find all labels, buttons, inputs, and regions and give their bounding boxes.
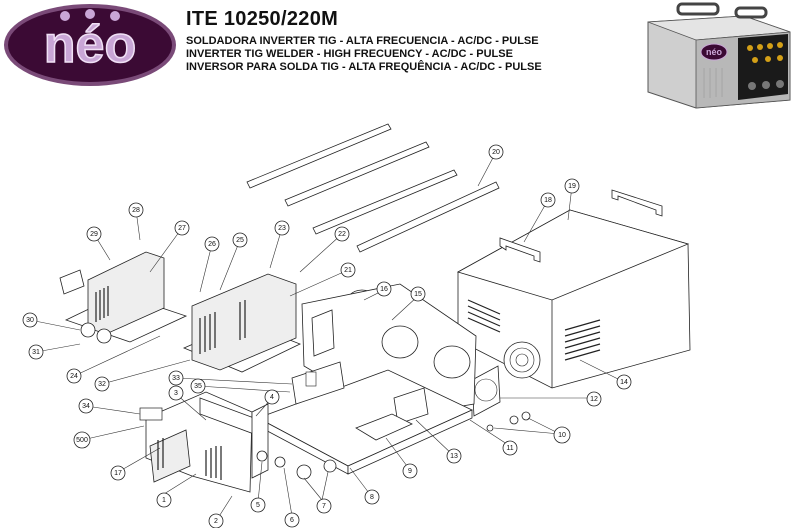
callout-27: 27: [174, 220, 190, 236]
callout-30: 30: [22, 312, 38, 328]
product-badge: néo: [706, 47, 723, 57]
svg-text:500: 500: [76, 437, 88, 444]
callout-20: 20: [488, 144, 504, 160]
callout-19: 19: [564, 178, 580, 194]
header: ITE 10250/220M SOLDADORA INVERTER TIG - …: [186, 8, 542, 74]
svg-text:15: 15: [414, 291, 422, 298]
callout-23: 23: [274, 220, 290, 236]
svg-text:12: 12: [590, 396, 598, 403]
product-photo: néo: [647, 2, 791, 109]
svg-text:21: 21: [344, 267, 352, 274]
svg-text:4: 4: [270, 394, 274, 401]
svg-text:13: 13: [450, 453, 458, 460]
callout-3: 3: [168, 385, 184, 401]
model-title: ITE 10250/220M: [186, 8, 339, 30]
callout-26: 26: [204, 236, 220, 252]
callout-500: 500: [73, 431, 91, 449]
callout-10: 10: [553, 426, 571, 444]
callout-6: 6: [284, 512, 300, 528]
svg-text:22: 22: [338, 231, 346, 238]
svg-text:3: 3: [174, 390, 178, 397]
callout-2: 2: [208, 513, 224, 528]
svg-text:18: 18: [544, 197, 552, 204]
callout-7: 7: [316, 498, 332, 514]
neo-logo: néo: [4, 4, 176, 86]
svg-text:20: 20: [492, 149, 500, 156]
svg-text:2: 2: [214, 518, 218, 525]
svg-text:27: 27: [178, 225, 186, 232]
svg-text:30: 30: [26, 317, 34, 324]
transformer-33: [291, 361, 345, 405]
callout-14: 14: [616, 374, 632, 390]
svg-text:35: 35: [194, 383, 202, 390]
callout-31: 31: [28, 344, 44, 360]
svg-text:32: 32: [98, 381, 106, 388]
callout-4: 4: [264, 389, 280, 405]
svg-text:34: 34: [82, 403, 90, 410]
fan-12: [471, 365, 501, 417]
pcb-middle: [182, 273, 301, 373]
svg-text:29: 29: [90, 231, 98, 238]
logo-text: néo: [44, 16, 136, 74]
svg-text:1: 1: [162, 497, 166, 504]
svg-text:17: 17: [114, 470, 122, 477]
callout-8: 8: [364, 489, 380, 505]
partition-panel: [301, 283, 477, 419]
svg-text:9: 9: [408, 468, 412, 475]
callout-35: 35: [190, 378, 206, 394]
svg-text:28: 28: [132, 207, 140, 214]
fan-14: [503, 341, 541, 379]
callout-28: 28: [128, 202, 144, 218]
callout-17: 17: [110, 465, 126, 481]
svg-text:33: 33: [172, 375, 180, 382]
callout-22: 22: [334, 226, 350, 242]
callout-21: 21: [340, 262, 356, 278]
svg-text:6: 6: [290, 517, 294, 524]
svg-text:31: 31: [32, 349, 40, 356]
subtitle-es: SOLDADORA INVERTER TIG - ALTA FRECUENCIA…: [186, 35, 539, 47]
callout-1: 1: [156, 492, 172, 508]
svg-text:14: 14: [620, 379, 628, 386]
callout-24: 24: [66, 368, 82, 384]
callout-34: 34: [78, 398, 94, 414]
svg-text:16: 16: [380, 286, 388, 293]
callout-12: 12: [586, 391, 602, 407]
connectors: [256, 411, 531, 480]
svg-text:19: 19: [568, 183, 576, 190]
svg-text:8: 8: [370, 494, 374, 501]
callout-33: 33: [168, 370, 184, 386]
callout-16: 16: [376, 281, 392, 297]
svg-text:23: 23: [278, 225, 286, 232]
svg-text:25: 25: [236, 237, 244, 244]
callout-11: 11: [502, 440, 518, 456]
svg-text:24: 24: [70, 373, 78, 380]
svg-text:5: 5: [256, 502, 260, 509]
svg-text:26: 26: [208, 241, 216, 248]
callout-13: 13: [446, 448, 462, 464]
callout-29: 29: [86, 226, 102, 242]
callout-5: 5: [250, 497, 266, 513]
exploded-diagram: 1 2 3 4 5 6 7 8 9 10 11 12 13 14 15 16 1…: [22, 123, 691, 528]
svg-text:10: 10: [558, 432, 566, 439]
subtitle-pt: INVERSOR PARA SOLDA TIG - ALTA FREQUÊNCI…: [186, 61, 542, 73]
terminal-13: [393, 387, 429, 425]
pcb-left: [59, 251, 188, 344]
callout-15: 15: [410, 286, 426, 302]
callout-18: 18: [540, 192, 556, 208]
callout-9: 9: [402, 463, 418, 479]
cover-panel: [456, 189, 691, 389]
board-9: [355, 413, 413, 441]
front-panel: [139, 391, 269, 493]
svg-text:11: 11: [506, 445, 513, 452]
rail-set: [246, 123, 500, 253]
svg-text:7: 7: [322, 503, 326, 510]
callout-25: 25: [232, 232, 248, 248]
callout-32: 32: [94, 376, 110, 392]
subtitle-en: INVERTER TIG WELDER - HIGH FRECUENCY - A…: [186, 48, 513, 60]
